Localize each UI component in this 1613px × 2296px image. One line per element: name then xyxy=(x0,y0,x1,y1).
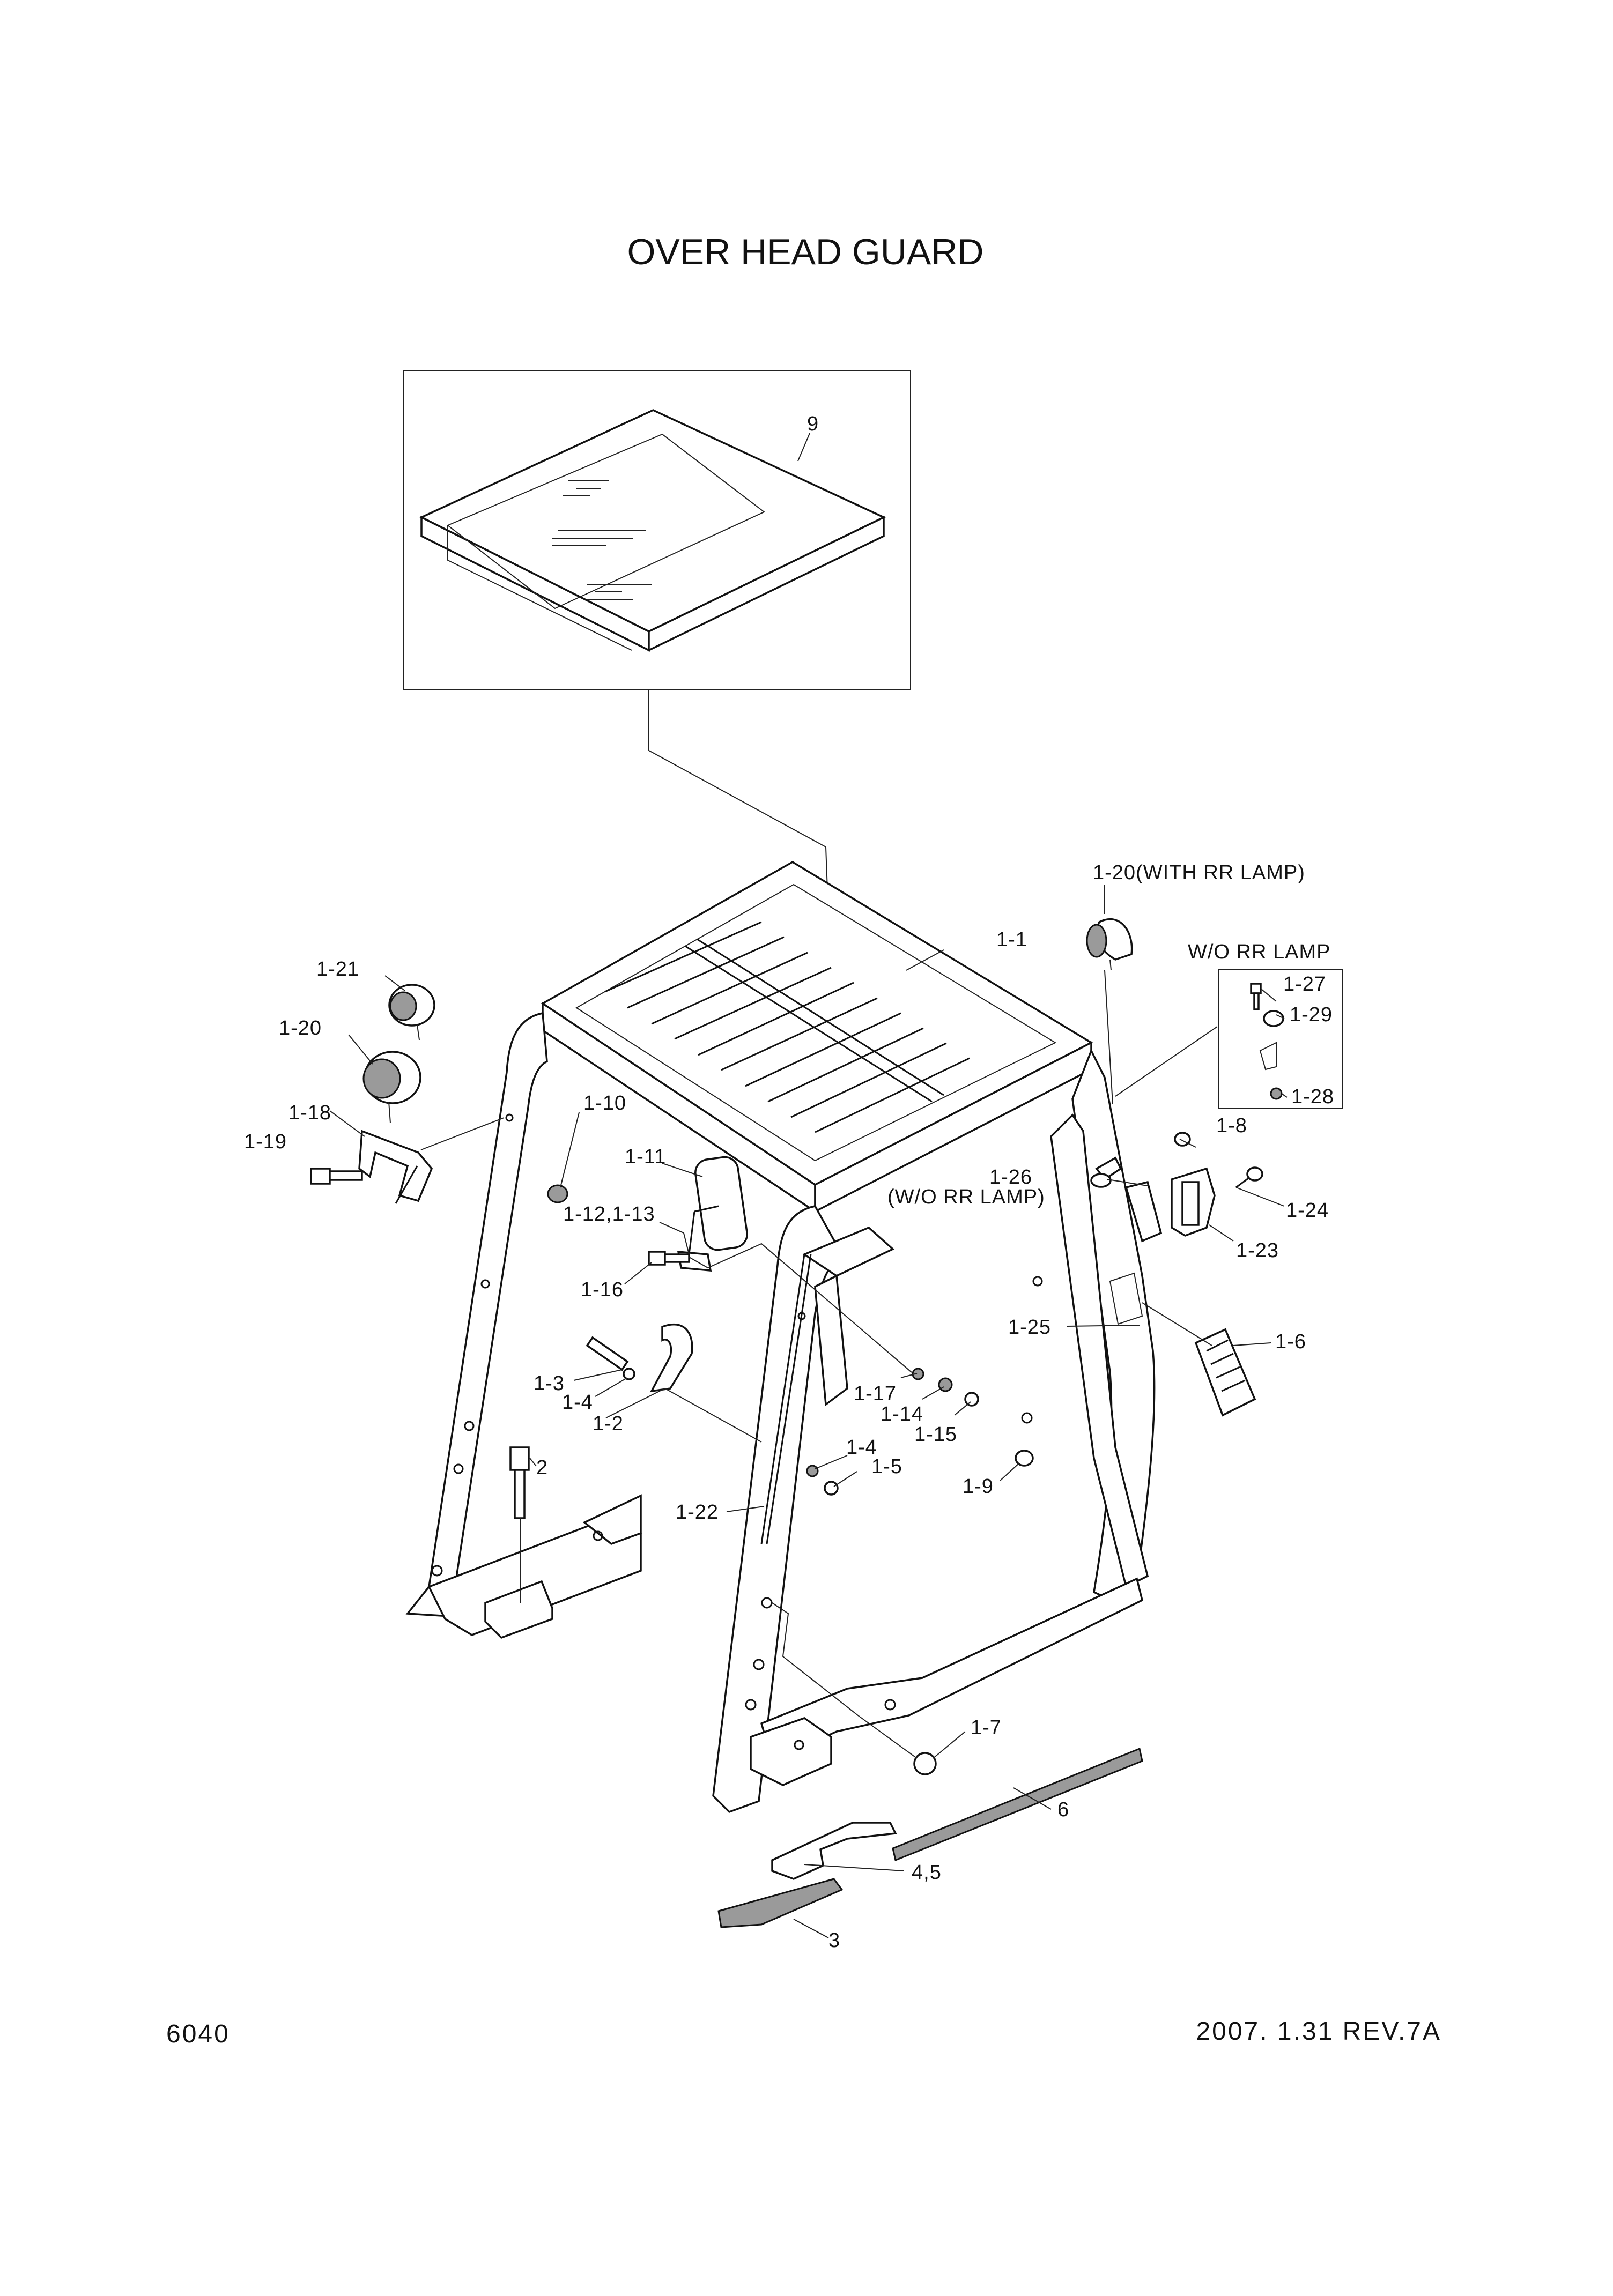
callout-1-10: 1-10 xyxy=(583,1092,626,1114)
callout-1-22: 1-22 xyxy=(676,1501,719,1524)
callout-1-4-left: 1-4 xyxy=(562,1391,593,1414)
callout-1-5: 1-5 xyxy=(871,1455,902,1478)
grommet-1-9 xyxy=(1015,1450,1034,1467)
callout-1-26: 1-26 xyxy=(989,1166,1032,1188)
callout-1-2: 1-2 xyxy=(593,1413,624,1435)
callout-1-20: 1-20 xyxy=(279,1017,322,1039)
callout-1-19: 1-19 xyxy=(244,1131,287,1153)
lamp-bracket-1-18 xyxy=(358,1130,433,1204)
callout-1-12-1-13: 1-12,1-13 xyxy=(563,1203,655,1225)
reflector-1-6 xyxy=(1194,1328,1256,1417)
callout-wo-rr-lamp-box: W/O RR LAMP xyxy=(1188,941,1330,963)
callout-wo-rr-lamp-note: (W/O RR LAMP) xyxy=(887,1186,1045,1208)
callout-1-28: 1-28 xyxy=(1291,1086,1334,1108)
callout-6: 6 xyxy=(1057,1799,1069,1821)
screw-1-24 xyxy=(1235,1166,1263,1188)
callout-1-1: 1-1 xyxy=(996,928,1027,951)
callout-1-21: 1-21 xyxy=(316,958,359,980)
leader-lines xyxy=(329,885,1288,1938)
callout-2: 2 xyxy=(536,1457,548,1479)
overhead-guard-frame xyxy=(405,860,1156,1814)
callout-3: 3 xyxy=(828,1929,840,1952)
revision-date: 2007. 1.31 REV.7A xyxy=(1196,2017,1441,2046)
callout-labels: 9 1-20(WITH RR LAMP) 1-1 W/O RR LAMP 1-2… xyxy=(244,413,1334,1952)
lamp-1-23 xyxy=(1124,1167,1216,1243)
callout-1-7: 1-7 xyxy=(971,1717,1002,1739)
callout-1-11: 1-11 xyxy=(625,1146,666,1168)
callout-1-25: 1-25 xyxy=(1008,1316,1051,1339)
pad-6 xyxy=(892,1747,1143,1862)
callout-1-18: 1-18 xyxy=(288,1102,331,1124)
callout-1-6: 1-6 xyxy=(1275,1331,1306,1353)
callout-1-29: 1-29 xyxy=(1290,1004,1333,1026)
grommet-1-10 xyxy=(547,1184,568,1203)
callout-1-16: 1-16 xyxy=(581,1279,624,1301)
callout-1-24: 1-24 xyxy=(1286,1199,1329,1222)
callout-1-4-right: 1-4 xyxy=(846,1436,877,1459)
roof-slats xyxy=(604,921,970,1133)
callout-1-8: 1-8 xyxy=(1216,1114,1247,1137)
callout-1-17: 1-17 xyxy=(854,1383,897,1405)
plate-4-5 xyxy=(771,1822,897,1880)
callout-9: 9 xyxy=(807,413,819,435)
page-number: 6040 xyxy=(166,2020,230,2048)
work-lamp-1-21 xyxy=(388,984,435,1041)
bolt-2 xyxy=(509,1446,530,1519)
inset-item-9 xyxy=(403,370,911,690)
callout-1-20-with-rr-lamp: 1-20(WITH RR LAMP) xyxy=(1093,861,1305,884)
callout-4-5: 4,5 xyxy=(912,1861,942,1884)
decal-1-25 xyxy=(1109,1272,1143,1325)
work-lamp-1-20 xyxy=(362,1051,421,1124)
callout-1-9: 1-9 xyxy=(963,1475,994,1498)
page-title: OVER HEAD GUARD xyxy=(627,232,984,272)
bolt-1-19 xyxy=(310,1168,363,1185)
pad-3 xyxy=(717,1878,844,1928)
rear-lamp-1-20-with-rr xyxy=(1086,918,1133,971)
manual-text-lines xyxy=(552,480,652,600)
callout-1-27: 1-27 xyxy=(1283,973,1326,995)
bracket-1-26 xyxy=(1090,1156,1122,1188)
wire-harness-1-22 xyxy=(760,1254,812,1544)
cap-1-7 xyxy=(913,1752,937,1775)
callout-1-15: 1-15 xyxy=(914,1423,957,1446)
callout-1-14: 1-14 xyxy=(881,1403,923,1425)
callout-1-23: 1-23 xyxy=(1236,1239,1279,1262)
bolt-1-3 xyxy=(586,1336,635,1380)
bolt-1-16 xyxy=(648,1251,690,1266)
grab-handle-1-2 xyxy=(649,1323,693,1393)
callout-1-3: 1-3 xyxy=(534,1372,565,1395)
